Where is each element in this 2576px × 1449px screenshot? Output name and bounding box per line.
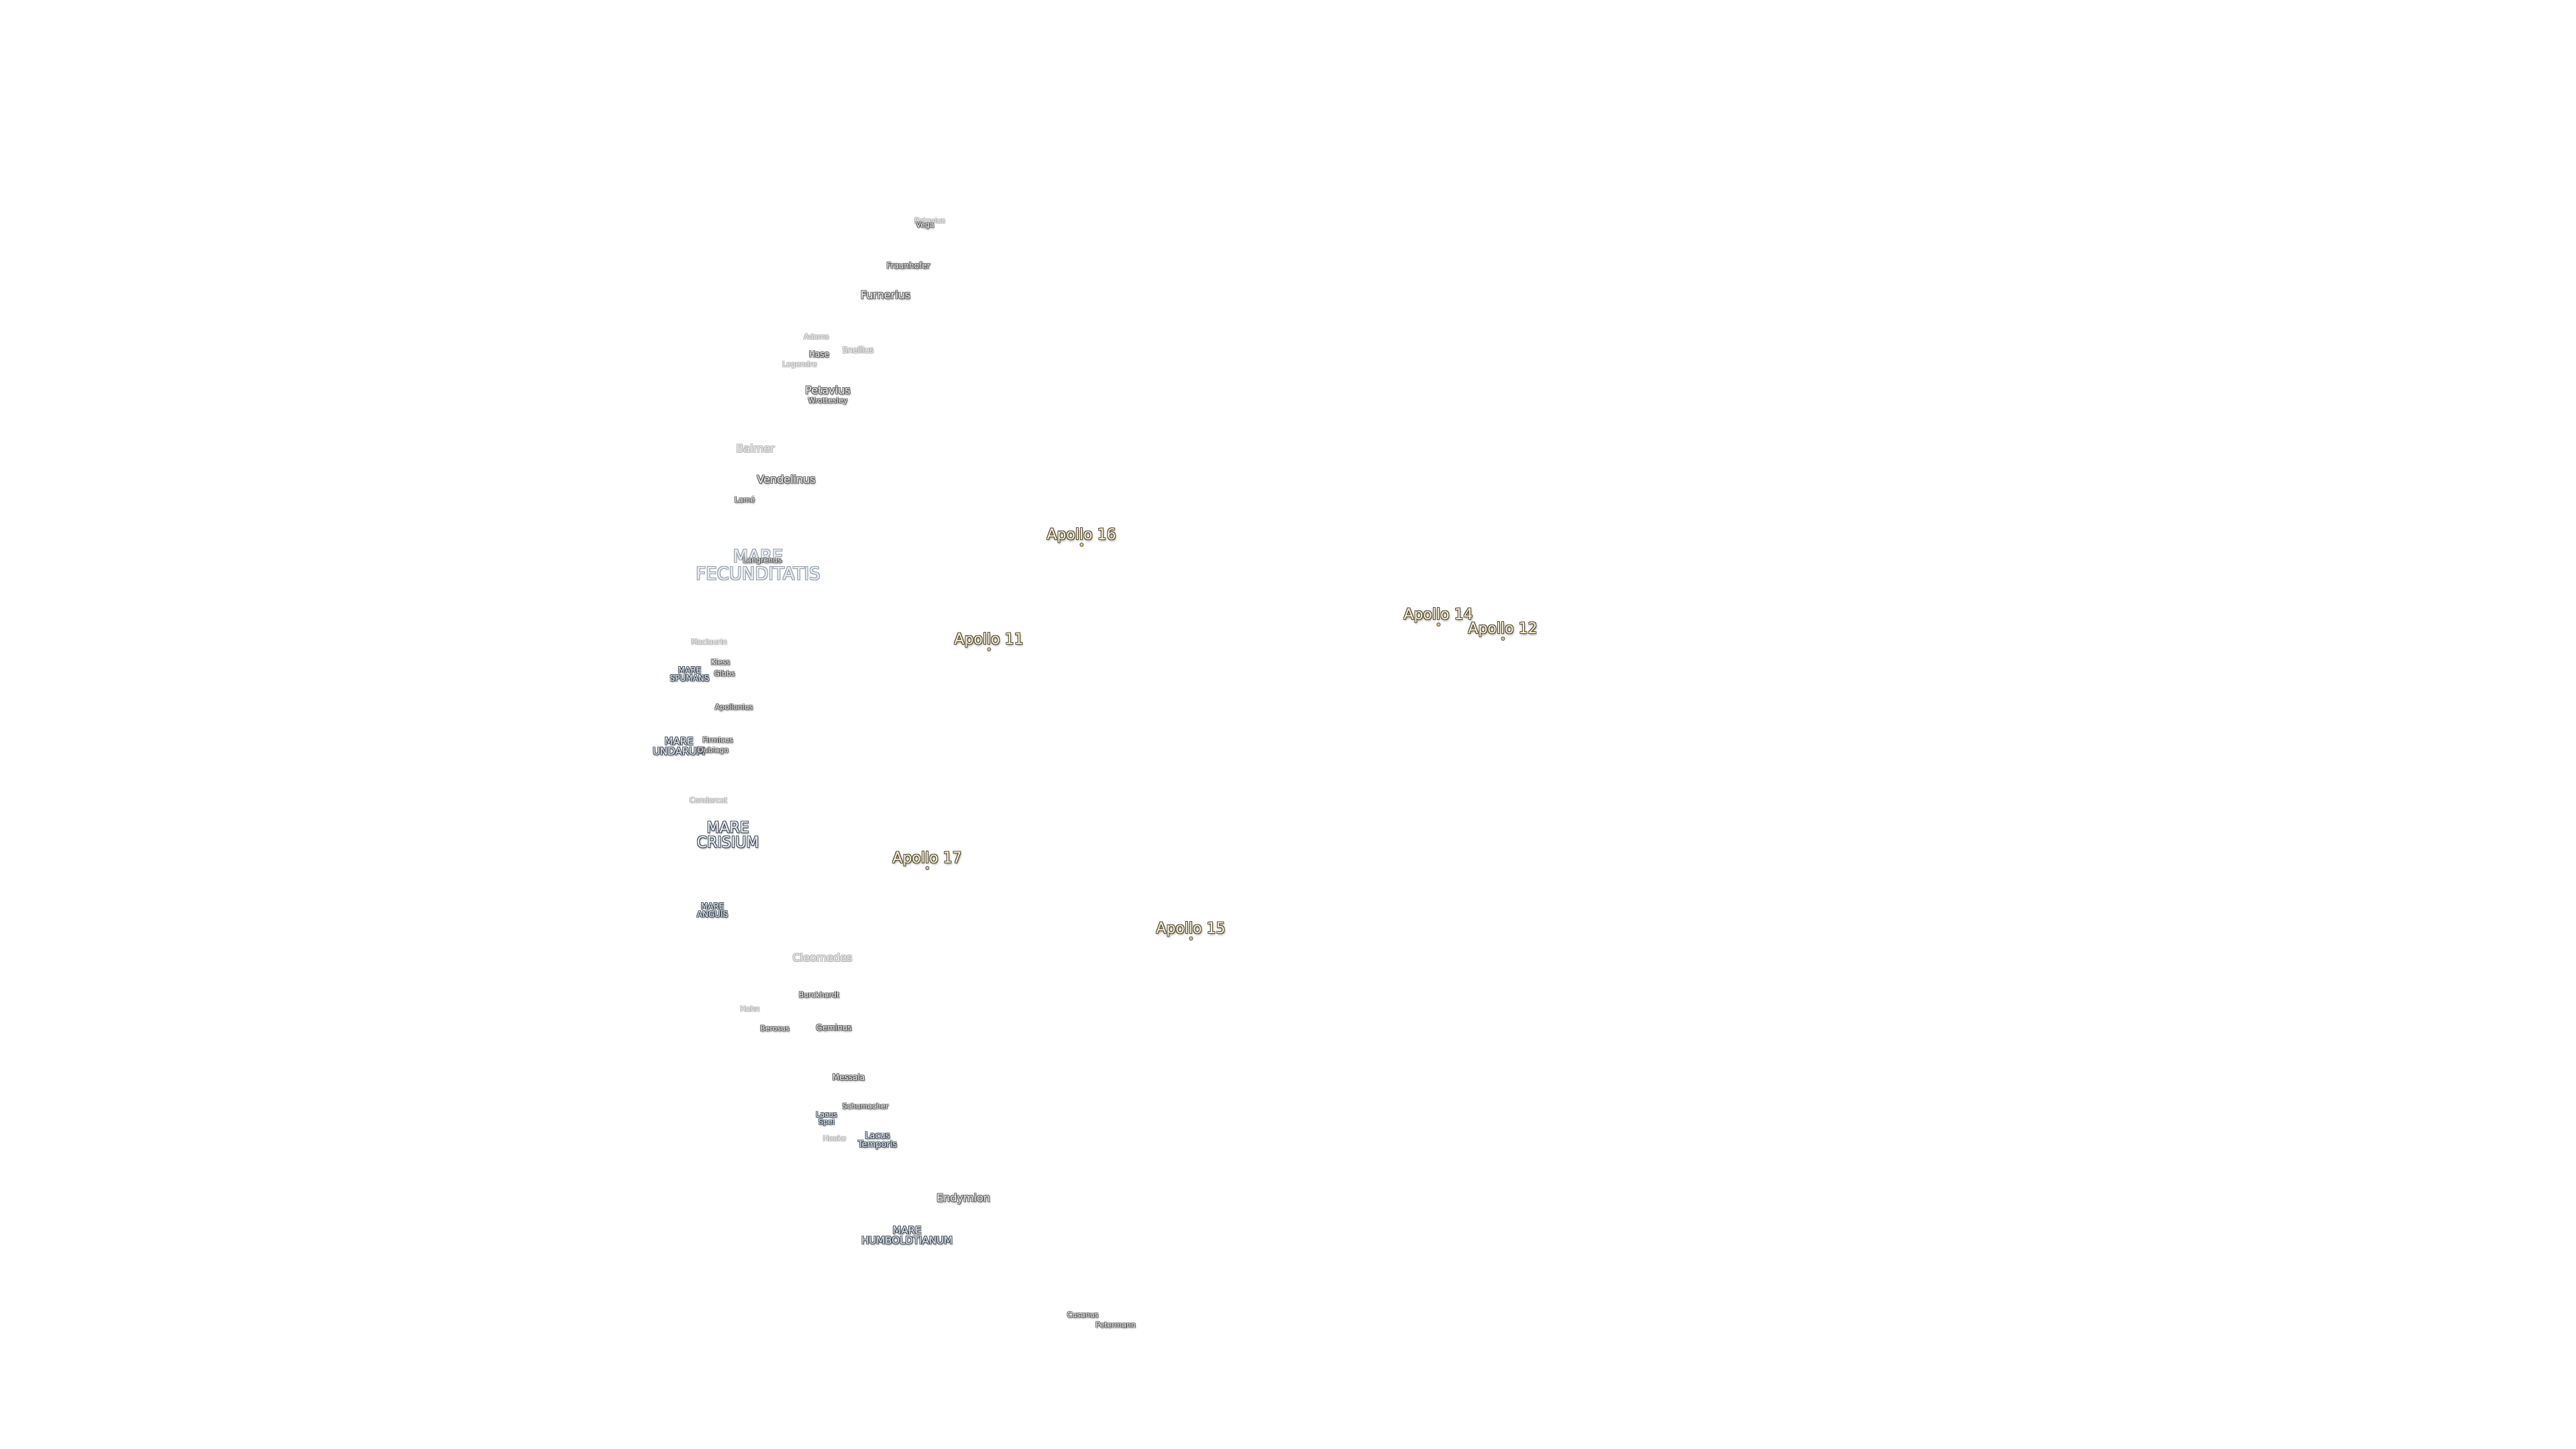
apollo-14-label: Apollo 14 xyxy=(1403,606,1473,623)
apollo-12-site[interactable]: Apollo 12 xyxy=(1468,621,1538,640)
crater-wrottesley-label[interactable]: Wrottesley xyxy=(808,396,848,405)
apollo-17-site[interactable]: Apollo 17 xyxy=(892,850,962,869)
crater-hahn-label[interactable]: Hahn xyxy=(740,1004,760,1014)
crater-vendelinus-label[interactable]: Vendelinus xyxy=(757,473,816,486)
crater-petermann-label[interactable]: Petermann xyxy=(1095,1320,1136,1330)
landing-site-marker-icon xyxy=(987,648,990,651)
apollo-11-site[interactable]: Apollo 11 xyxy=(954,631,1024,651)
mare-anguis-label[interactable]: MARE ANGUIS xyxy=(696,902,729,919)
apollo-15-label: Apollo 15 xyxy=(1156,920,1226,937)
crater-adams-label[interactable]: Adams xyxy=(804,332,829,341)
crater-fraunhofer-label[interactable]: Fraunhofer xyxy=(886,261,930,270)
lacus-temporis-label[interactable]: Lacus Temporis xyxy=(857,1131,898,1150)
mare-humboldtianum-label[interactable]: MARE HUMBOLDTIANUM xyxy=(861,1224,953,1246)
apollo-16-site[interactable]: Apollo 16 xyxy=(1046,527,1116,546)
mare-spumans-label[interactable]: MARE SPUMANS xyxy=(669,665,710,683)
crater-cleomedes-label[interactable]: Cleomedes xyxy=(792,951,853,964)
crater-burckhardt-label[interactable]: Burckhardt xyxy=(798,990,840,1000)
crater-firmicus-label[interactable]: Firmicus xyxy=(702,735,733,745)
crater-schumacher-label[interactable]: Schumacher xyxy=(842,1102,889,1111)
crater-petavius-b-label[interactable]: Petavius xyxy=(914,216,946,225)
crater-snellius-label[interactable]: Snellius xyxy=(842,345,874,355)
crater-gibbs-label[interactable]: Gibbs xyxy=(714,669,735,678)
crater-vega-label[interactable]: Vega xyxy=(916,220,934,229)
crater-hase-label[interactable]: Hase xyxy=(808,350,830,359)
crater-kiess-label[interactable]: Kiess xyxy=(710,657,731,667)
landing-site-marker-icon xyxy=(1501,637,1504,640)
landing-site-marker-icon xyxy=(926,867,928,869)
crater-cusanus-label[interactable]: Cusanus xyxy=(1067,1310,1099,1320)
landing-site-marker-icon xyxy=(1437,623,1440,626)
crater-geminus-label[interactable]: Geminus xyxy=(816,1023,852,1032)
apollo-16-label: Apollo 16 xyxy=(1046,527,1116,543)
apollo-14-site[interactable]: Apollo 14 xyxy=(1403,606,1473,626)
landing-site-marker-icon xyxy=(1189,937,1192,940)
crater-maclaurin-label[interactable]: Maclaurin xyxy=(691,637,727,647)
lacus-spei-label[interactable]: Lacus Spei xyxy=(816,1110,837,1126)
crater-lame-label[interactable]: Lamé xyxy=(734,495,755,504)
apollo-12-label: Apollo 12 xyxy=(1468,621,1538,637)
mare-fecunditatis-label[interactable]: MARE FECUNDITATIS xyxy=(696,547,820,584)
mare-undarum-label[interactable]: MARE UNDARUM xyxy=(652,735,706,757)
crater-apollonius-label[interactable]: Apollonius xyxy=(714,702,753,712)
crater-hooke-label[interactable]: Hooke xyxy=(822,1134,847,1143)
landing-site-marker-icon xyxy=(1080,543,1083,546)
crater-balmer-label[interactable]: Balmer xyxy=(736,442,775,455)
crater-endymion-label[interactable]: Endymion xyxy=(936,1191,990,1204)
apollo-11-label: Apollo 11 xyxy=(954,631,1024,648)
crater-furnerius-label[interactable]: Furnerius xyxy=(860,288,911,301)
crater-condorcet-label[interactable]: Condorcet xyxy=(689,796,728,805)
apollo-15-site[interactable]: Apollo 15 xyxy=(1156,920,1226,940)
crater-berosus-label[interactable]: Berosus xyxy=(760,1024,790,1033)
crater-petavius-label[interactable]: Petavius xyxy=(805,384,851,396)
mare-crisium-label[interactable]: MARE CRISIUM xyxy=(696,820,759,851)
crater-messala-label[interactable]: Messala xyxy=(832,1073,865,1082)
crater-legendre-label[interactable]: Legendre xyxy=(782,360,817,369)
crater-dubiago-label[interactable]: Dubiago xyxy=(698,745,729,755)
apollo-17-label: Apollo 17 xyxy=(892,850,962,867)
crater-langrenus-label[interactable]: Langrenus xyxy=(743,555,782,565)
